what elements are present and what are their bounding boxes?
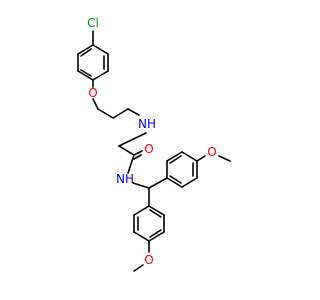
bond xyxy=(181,177,198,188)
bond xyxy=(218,155,231,162)
bond xyxy=(133,231,150,242)
bond xyxy=(149,209,162,218)
bond xyxy=(148,231,165,242)
bond xyxy=(118,145,135,156)
bond xyxy=(133,205,150,216)
bond xyxy=(92,70,109,81)
ether-oxygen-label: O xyxy=(88,86,97,100)
bond xyxy=(132,182,150,189)
bond xyxy=(149,229,162,238)
methoxy-oxygen-lower-label: O xyxy=(144,253,153,267)
bond xyxy=(133,154,142,160)
chlorine-label: Cl xyxy=(87,16,99,30)
amide-nitrogen-label: NH xyxy=(116,172,134,186)
bond xyxy=(133,264,144,272)
bond xyxy=(92,98,99,110)
bond xyxy=(127,108,140,116)
atom-label-layer: Cl O NH O NH O O xyxy=(87,16,217,267)
bond-layer xyxy=(77,30,231,272)
bond xyxy=(166,151,183,162)
bond xyxy=(133,150,143,156)
bond xyxy=(127,154,135,174)
bond xyxy=(77,70,94,81)
bond xyxy=(196,155,206,162)
bond xyxy=(166,177,183,188)
bond xyxy=(169,175,182,184)
structure-canvas: Cl O NH O NH O O xyxy=(77,16,231,272)
molecule-diagram: Cl O NH O NH O O xyxy=(77,16,231,272)
amine-nitrogen-label: NH xyxy=(138,117,156,131)
bond xyxy=(118,132,147,147)
bond xyxy=(92,44,109,55)
bond xyxy=(148,205,165,216)
amide-oxygen-label: O xyxy=(144,142,153,156)
bond xyxy=(181,151,198,162)
bond xyxy=(77,44,94,55)
bond xyxy=(112,108,129,119)
bond xyxy=(80,48,92,57)
bond xyxy=(169,155,182,164)
bond xyxy=(148,177,168,189)
methoxy-oxygen-upper-label: O xyxy=(207,145,216,159)
bond xyxy=(97,108,114,119)
bond xyxy=(80,69,92,77)
